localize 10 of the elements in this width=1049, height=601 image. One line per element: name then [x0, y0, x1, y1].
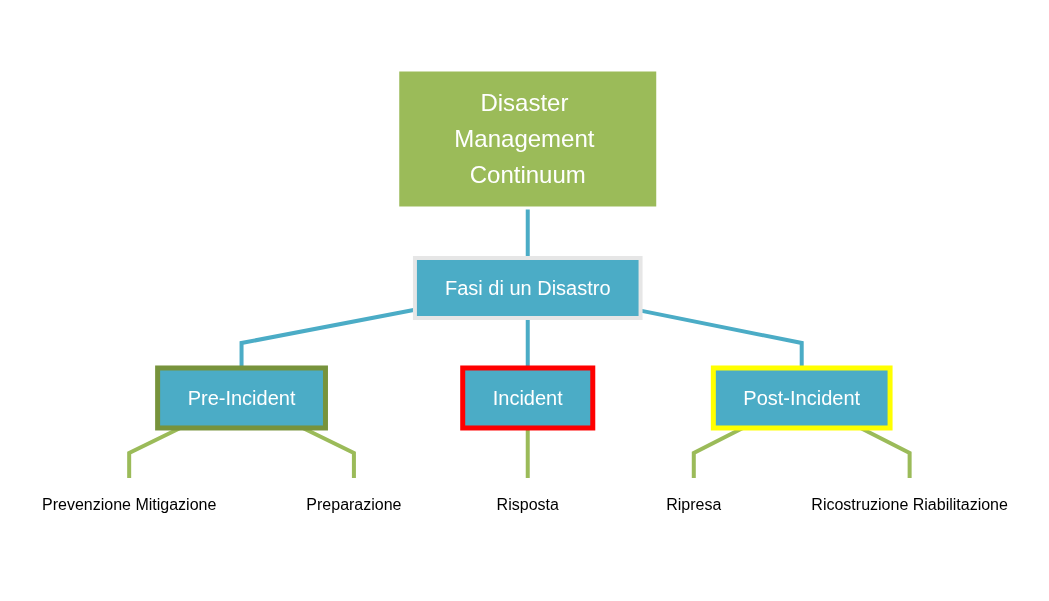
connector	[525, 207, 530, 258]
node-text: Risposta	[496, 495, 559, 513]
node-text: Preparazione	[305, 495, 402, 513]
node-box: Fasi di un Disastro	[412, 255, 643, 320]
node-box: Incident	[459, 365, 595, 430]
node-box: Post-Incident	[710, 365, 893, 430]
node-text: Prevenzione Mitigazione	[41, 495, 216, 513]
node-text: Ricostruzione Riabilitazione	[810, 495, 1008, 513]
node-text: Ripresa	[665, 495, 721, 513]
node-box: Pre-Incident	[154, 365, 328, 430]
